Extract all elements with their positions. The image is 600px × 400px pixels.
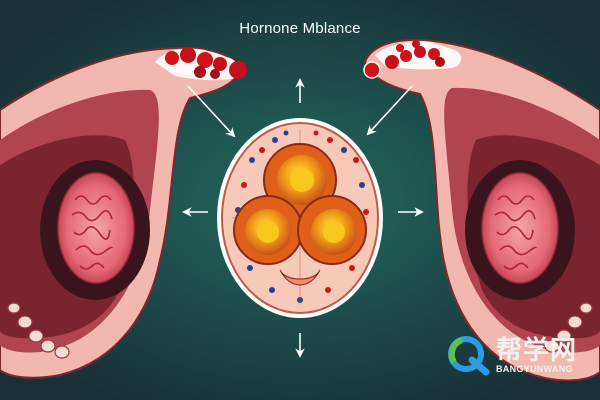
central-cell-cluster — [217, 118, 383, 318]
watermark-subtitle: BANGYUNWANG — [496, 364, 573, 374]
cell-core-right — [297, 195, 367, 265]
right-organ — [363, 38, 600, 382]
arrow-diagonal-icon — [187, 85, 236, 138]
watermark: 帮学网 BANGYUNWANG — [444, 330, 594, 380]
right-bottom-cells — [544, 302, 593, 353]
left-bottom-cells — [7, 302, 70, 359]
arrows — [182, 78, 424, 358]
left-organ — [0, 46, 247, 379]
left-hormone-beads — [165, 47, 247, 79]
arrow-diagonal-icon — [366, 85, 413, 136]
q-logo-icon — [448, 336, 490, 376]
right-hormone-beads — [363, 40, 445, 79]
illustration-title: Hornone Mblance — [239, 20, 361, 37]
watermark-name: 帮学网 — [496, 336, 578, 366]
cell-core-left — [233, 195, 303, 265]
